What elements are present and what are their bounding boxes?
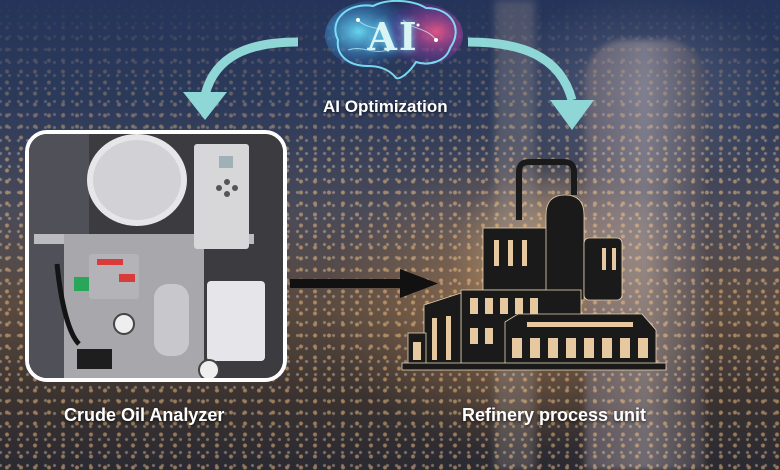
crude-oil-analyzer-photo bbox=[25, 130, 287, 382]
refinery-windows bbox=[413, 240, 648, 360]
crude-oil-analyzer-label: Crude Oil Analyzer bbox=[64, 405, 225, 425]
ai-to-refinery-arrow bbox=[467, 37, 594, 130]
refinery-process-unit-label: Refinery process unit bbox=[462, 405, 647, 425]
analyzer-to-refinery-arrow bbox=[290, 269, 438, 298]
ai-brain-node: AI bbox=[318, 0, 468, 85]
analyzer-photo bbox=[29, 134, 283, 378]
ai-glyph: AI bbox=[367, 14, 419, 59]
brain-icon bbox=[325, 0, 463, 80]
ai-optimization-label: AI Optimization bbox=[323, 97, 448, 116]
ai-to-analyzer-arrow bbox=[183, 37, 299, 120]
